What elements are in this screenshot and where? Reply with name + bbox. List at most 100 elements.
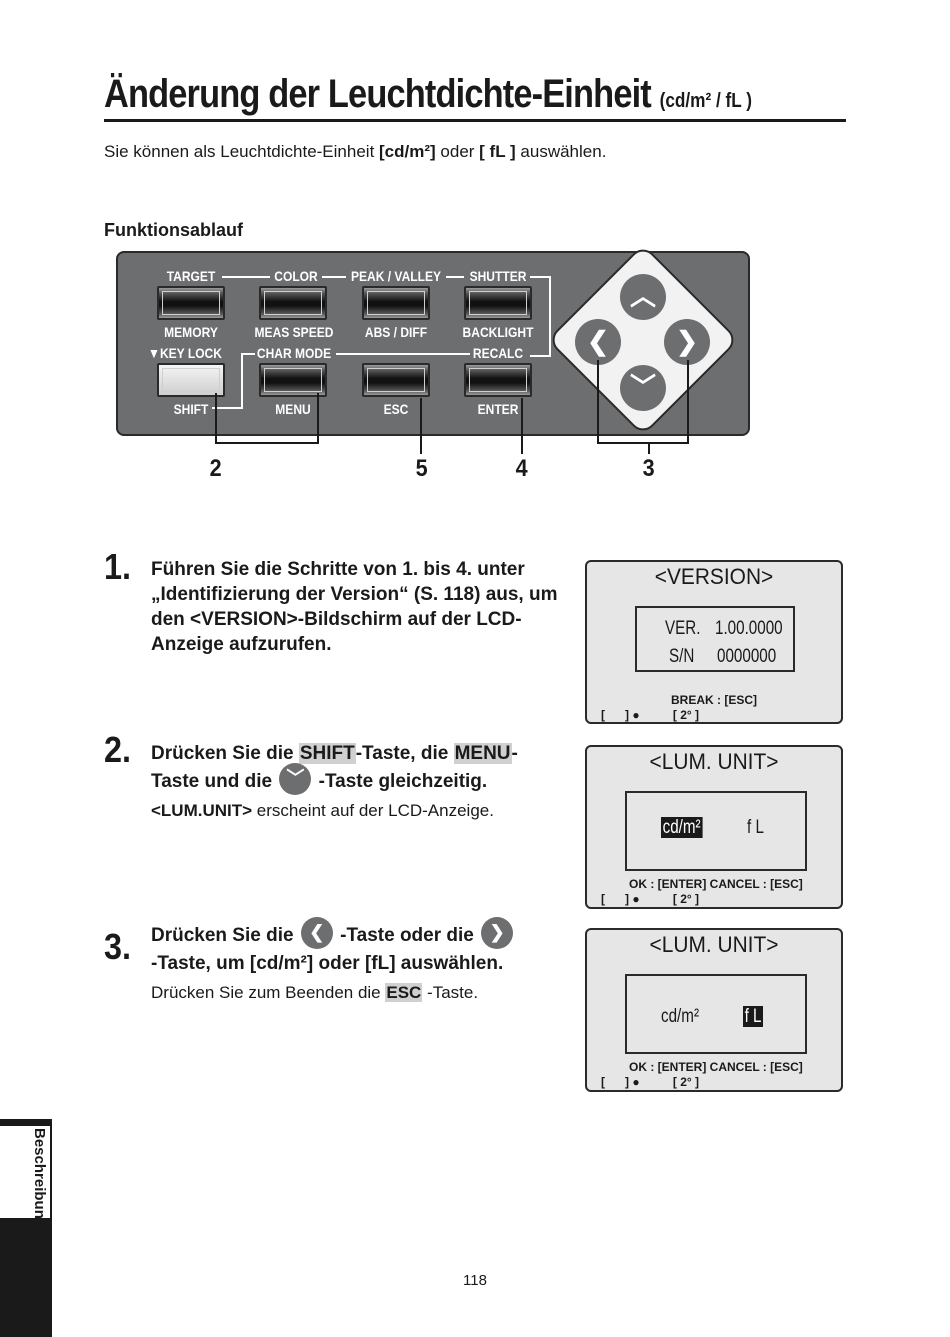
step-2-note: <LUM.UNIT> erscheint auf der LCD-Anzeige… <box>151 801 494 821</box>
connector-line <box>549 276 551 356</box>
peak-valley-key[interactable] <box>362 286 430 320</box>
lcd-title: <LUM. UNIT> <box>649 749 779 774</box>
step-2-text-part: -Taste, die <box>355 743 454 764</box>
down-arrow-button[interactable]: ﹀ <box>620 365 666 411</box>
title-underline <box>104 119 846 122</box>
lcd-footer: BREAK : [ESC] <box>671 693 757 707</box>
key-label-shift: SHIFT <box>173 401 209 417</box>
step-1-text: Führen Sie die Schritte von 1. bis 4. un… <box>151 559 558 655</box>
chevron-right-icon: ❯ <box>676 326 698 356</box>
shift-key-ref: SHIFT <box>298 743 356 764</box>
intro-text-mid: oder <box>435 142 480 161</box>
chevron-right-icon: ❯ <box>481 916 514 949</box>
left-arrow-button[interactable]: ❮ <box>575 319 621 365</box>
callout-line <box>597 360 599 442</box>
callout-4: 4 <box>515 455 528 482</box>
lcd-title: <LUM. UNIT> <box>649 932 779 957</box>
connector-line <box>322 276 346 278</box>
up-arrow-button[interactable]: ︿ <box>620 274 666 320</box>
color-meas-speed-key[interactable] <box>259 286 327 320</box>
chevron-up-icon: ︿ <box>629 281 656 311</box>
chevron-down-icon: ﹀ <box>629 372 656 402</box>
step-3-text: Drücken Sie die ❮ -Taste oder die ❯ -Tast… <box>151 916 563 978</box>
step-3-note-text: -Taste. <box>422 983 479 1002</box>
shift-key[interactable] <box>157 363 225 397</box>
menu-key-ref: MENU <box>453 743 512 764</box>
connector-line <box>212 407 243 409</box>
ver-label: VER. <box>665 618 701 639</box>
ver-value: 1.00.0000 <box>715 618 783 639</box>
key-label-key-lock: ▼KEY LOCK <box>148 345 222 361</box>
key-label-menu: MENU <box>275 401 311 417</box>
page-title: Änderung der Leuchtdichte-Einheit (cd/m²… <box>104 72 752 117</box>
unit-options-box: cd/m² f L <box>625 791 807 871</box>
step-1-number: 1. <box>104 546 132 587</box>
side-tab-label-bg <box>0 1126 50 1218</box>
key-label-peak-valley: PEAK / VALLEY <box>350 268 442 284</box>
shutter-backlight-key[interactable] <box>464 286 532 320</box>
page-number: 118 <box>463 1272 487 1289</box>
callout-line <box>521 398 523 454</box>
lcd-footer: OK : [ENTER] CANCEL : [ESC] <box>629 1060 803 1074</box>
connector-line <box>336 353 470 355</box>
callout-3: 3 <box>642 455 655 482</box>
sn-label: S/N <box>669 646 695 667</box>
unit-cd-label: cd/m² <box>661 817 703 838</box>
callout-line <box>215 442 319 444</box>
step-3-note-text: Drücken Sie zum Beenden die <box>151 983 386 1002</box>
step-3-note: Drücken Sie zum Beenden die ESC -Taste. <box>151 983 478 1003</box>
step-3-text-part: -Taste oder die <box>334 925 480 946</box>
key-label-recalc: RECALC <box>472 345 524 361</box>
unit-fl-option-selected: f L <box>743 1006 764 1028</box>
callout-2: 2 <box>209 455 222 482</box>
step-3-text-part: -Taste, um [cd/m²] oder [fL] auswählen. <box>151 953 504 974</box>
step-2-text-part: - <box>511 743 518 764</box>
lum-unit-screen-name: <LUM.UNIT> <box>151 801 253 820</box>
lcd-status: [ ] ● [ 2° ] <box>601 1075 700 1089</box>
chevron-left-icon: ❮ <box>587 326 609 356</box>
callout-line <box>215 393 217 443</box>
unit-option-cd: [cd/m²] <box>379 142 436 161</box>
callout-line <box>597 442 689 444</box>
key-label-meas-speed: MEAS SPEED <box>254 324 334 340</box>
lcd-footer: OK : [ENTER] CANCEL : [ESC] <box>629 877 803 891</box>
section-title: Funktionsablauf <box>104 220 243 240</box>
intro-text-end: auswählen. <box>515 142 607 161</box>
target-memory-key[interactable] <box>157 286 225 320</box>
connector-line <box>241 353 243 409</box>
step-2-text-part: Taste und die <box>151 771 278 792</box>
step-2-note-text: erscheint auf der LCD-Anzeige. <box>252 801 494 820</box>
connector-line <box>530 355 551 357</box>
key-label-color: COLOR <box>274 268 318 284</box>
key-label-abs-diff: ABS / DIFF <box>364 324 428 340</box>
step-3-number: 3. <box>104 926 132 967</box>
step-3-text-part: Drücken Sie die <box>151 925 299 946</box>
step-2-number: 2. <box>104 729 132 770</box>
connector-line <box>446 276 464 278</box>
key-label-backlight: BACKLIGHT <box>462 324 534 340</box>
right-arrow-button[interactable]: ❯ <box>664 319 710 365</box>
version-info-box: VER. 1.00.0000 S/N 0000000 <box>635 606 795 672</box>
lcd-status: [ ] ● [ 2° ] <box>601 892 700 906</box>
chevron-down-icon: ﹀ <box>279 762 312 795</box>
chevron-left-icon: ❮ <box>300 916 333 949</box>
intro-text: Sie können als Leuchtdichte-Einheit <box>104 142 380 161</box>
callout-5: 5 <box>415 455 428 482</box>
callout-line <box>648 442 650 454</box>
esc-key[interactable] <box>362 363 430 397</box>
key-label-char-mode: CHAR MODE <box>256 345 332 361</box>
unit-options-box: cd/m² f L <box>625 974 807 1054</box>
lcd-title: <VERSION> <box>654 564 774 589</box>
unit-fl-label: f L <box>743 1006 764 1027</box>
step-2-text: Drücken Sie die SHIFT-Taste, die MENU- Ta… <box>151 740 563 796</box>
key-label-shutter: SHUTTER <box>469 268 527 284</box>
enter-key[interactable] <box>464 363 532 397</box>
intro-paragraph: Sie können als Leuchtdichte-Einheit [cd/… <box>104 142 606 162</box>
key-label-target: TARGET <box>166 268 216 284</box>
step-2-text-part: Drücken Sie die <box>151 743 299 764</box>
side-tab-label: Beschreibung <box>31 1128 48 1229</box>
unit-cd-option-selected: cd/m² <box>661 817 703 839</box>
unit-cd-option: cd/m² <box>661 1006 699 1027</box>
esc-key-ref: ESC <box>385 983 423 1002</box>
menu-key[interactable] <box>259 363 327 397</box>
